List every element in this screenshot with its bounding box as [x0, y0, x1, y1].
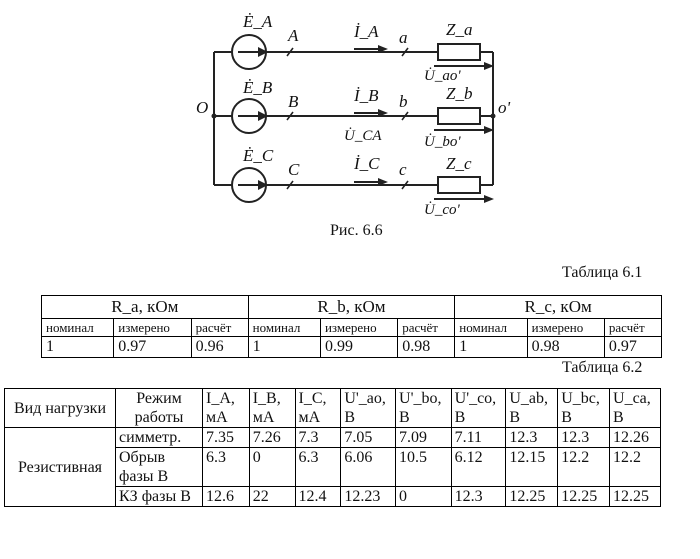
t1-cell: 0.97: [603, 336, 663, 358]
t1-cell: 1: [454, 336, 528, 358]
label-voltage-ao: U̇_ao': [424, 68, 461, 84]
t2-cell: 6.12: [450, 447, 507, 487]
label-terminal-a: A: [288, 26, 299, 45]
t2-cell: 12.25: [609, 486, 661, 507]
table-resistances: R_a, кОм R_b, кОм R_c, кОм номинал измер…: [40, 295, 663, 358]
t2-cell: 12.15: [505, 447, 559, 487]
table-row: КЗ фазы В 12.6 22 12.4 12.23 0 12.3 12.2…: [5, 486, 661, 507]
t2-cell: 22: [248, 486, 296, 507]
t2-cell: 7.05: [340, 427, 397, 448]
t1-cell: 0.99: [319, 336, 399, 358]
label-zb: Z_b: [446, 84, 473, 103]
t1-subheader: измерено: [113, 318, 192, 337]
table1-caption: Таблица 6.1: [562, 264, 643, 281]
circuit-diagram: [211, 34, 496, 203]
t2-cell: 12.26: [609, 427, 661, 448]
t1-subheader: номинал: [40, 318, 115, 337]
t1-subheader: расчёт: [190, 318, 249, 337]
t1-subheader: номинал: [247, 318, 321, 337]
label-za: Z_a: [446, 20, 473, 39]
t2-cell: 7.35: [202, 427, 250, 448]
t2-header-col: U'_ao, В: [340, 388, 397, 428]
label-terminal-b: B: [288, 92, 299, 111]
t1-cell: 1: [40, 336, 115, 358]
table2-caption: Таблица 6.2: [562, 359, 643, 376]
t2-cell: 12.3: [557, 427, 611, 448]
t2-cell: 12.3: [505, 427, 559, 448]
label-current-c: İ_C: [354, 154, 380, 173]
t2-cell: 12.2: [557, 447, 611, 487]
t2-header-col: I_C, мА: [294, 388, 342, 428]
t1-subheader: номинал: [454, 318, 528, 337]
label-current-b: İ_B: [354, 86, 379, 105]
t1-cell: 0.98: [526, 336, 605, 358]
label-load-a: a: [399, 28, 408, 47]
table-measurements: Вид нагрузки Режим работы I_A, мА I_B, м…: [4, 388, 661, 507]
label-ec: Ė_C: [243, 146, 274, 165]
t2-cell: 12.25: [505, 486, 559, 507]
t2-header-mode: Режим работы: [115, 388, 203, 428]
t2-cell: 10.5: [395, 447, 452, 487]
t2-cell: 0: [248, 447, 296, 487]
t1-cell: 0.98: [397, 336, 456, 358]
label-zc: Z_c: [446, 154, 472, 173]
t1-group-rc: R_c, кОм: [454, 295, 662, 319]
t2-cell: 12.6: [202, 486, 250, 507]
label-eb: Ė_B: [243, 78, 273, 97]
label-voltage-ca: U̇_CA: [344, 128, 382, 144]
t2-mode: симметр.: [115, 427, 203, 448]
label-current-a: İ_A: [354, 22, 379, 41]
t2-cell: 6.3: [294, 447, 342, 487]
t2-header-col: I_A, мА: [202, 388, 250, 428]
table-row: Резистивная симметр. 7.35 7.26 7.3 7.05 …: [4, 427, 661, 507]
t1-subheader: расчёт: [397, 318, 456, 337]
t2-cell: 12.25: [557, 486, 611, 507]
label-ea: Ė_A: [243, 12, 273, 31]
figure-caption: Рис. 6.6: [330, 222, 383, 239]
t1-group-rb: R_b, кОм: [247, 295, 456, 319]
t2-cell: 6.06: [340, 447, 397, 487]
t2-header-col: U'_bo, В: [395, 388, 452, 428]
t2-header-col: I_B, мА: [248, 388, 296, 428]
label-voltage-co: U̇_co': [424, 202, 460, 218]
t2-cell: 7.11: [450, 427, 507, 448]
t2-cell: 7.3: [294, 427, 342, 448]
t2-header-col: U_ab, В: [505, 388, 559, 428]
t2-header-load-type: Вид нагрузки: [4, 388, 116, 428]
t2-cell: 12.4: [294, 486, 342, 507]
t2-cell: 0: [395, 486, 452, 507]
impedance-zc: [437, 176, 481, 194]
t2-cell: 12.2: [609, 447, 661, 487]
t1-cell: 1: [247, 336, 321, 358]
label-terminal-c: C: [288, 160, 300, 179]
label-load-c: c: [399, 160, 407, 179]
label-voltage-bo: U̇_bo': [424, 134, 461, 150]
impedance-zb: [437, 107, 481, 125]
t2-cell: 6.3: [202, 447, 250, 487]
t1-subheader: расчёт: [603, 318, 663, 337]
t2-header-col: U'_co, В: [450, 388, 507, 428]
t2-header-col: U_ca, В: [609, 388, 661, 428]
label-node-o: O: [196, 98, 209, 117]
label-load-b: b: [399, 92, 408, 111]
impedance-za: [437, 43, 481, 61]
t2-mode: Обрыв фазы В: [115, 447, 203, 487]
t2-cell: 7.09: [395, 427, 452, 448]
t1-subheader: измерено: [319, 318, 399, 337]
t2-load-type-value: Резистивная: [4, 427, 116, 507]
t2-header-col: U_bc, В: [557, 388, 611, 428]
t1-cell: 0.97: [113, 336, 192, 358]
t2-cell: 7.26: [248, 427, 296, 448]
t1-cell: 0.96: [190, 336, 249, 358]
t1-group-ra: R_a, кОм: [41, 295, 249, 319]
t2-mode: КЗ фазы В: [115, 486, 203, 507]
label-node-o-prime: o': [498, 98, 511, 117]
t2-cell: 12.23: [340, 486, 397, 507]
t2-cell: 12.3: [450, 486, 507, 507]
t1-subheader: измерено: [526, 318, 605, 337]
